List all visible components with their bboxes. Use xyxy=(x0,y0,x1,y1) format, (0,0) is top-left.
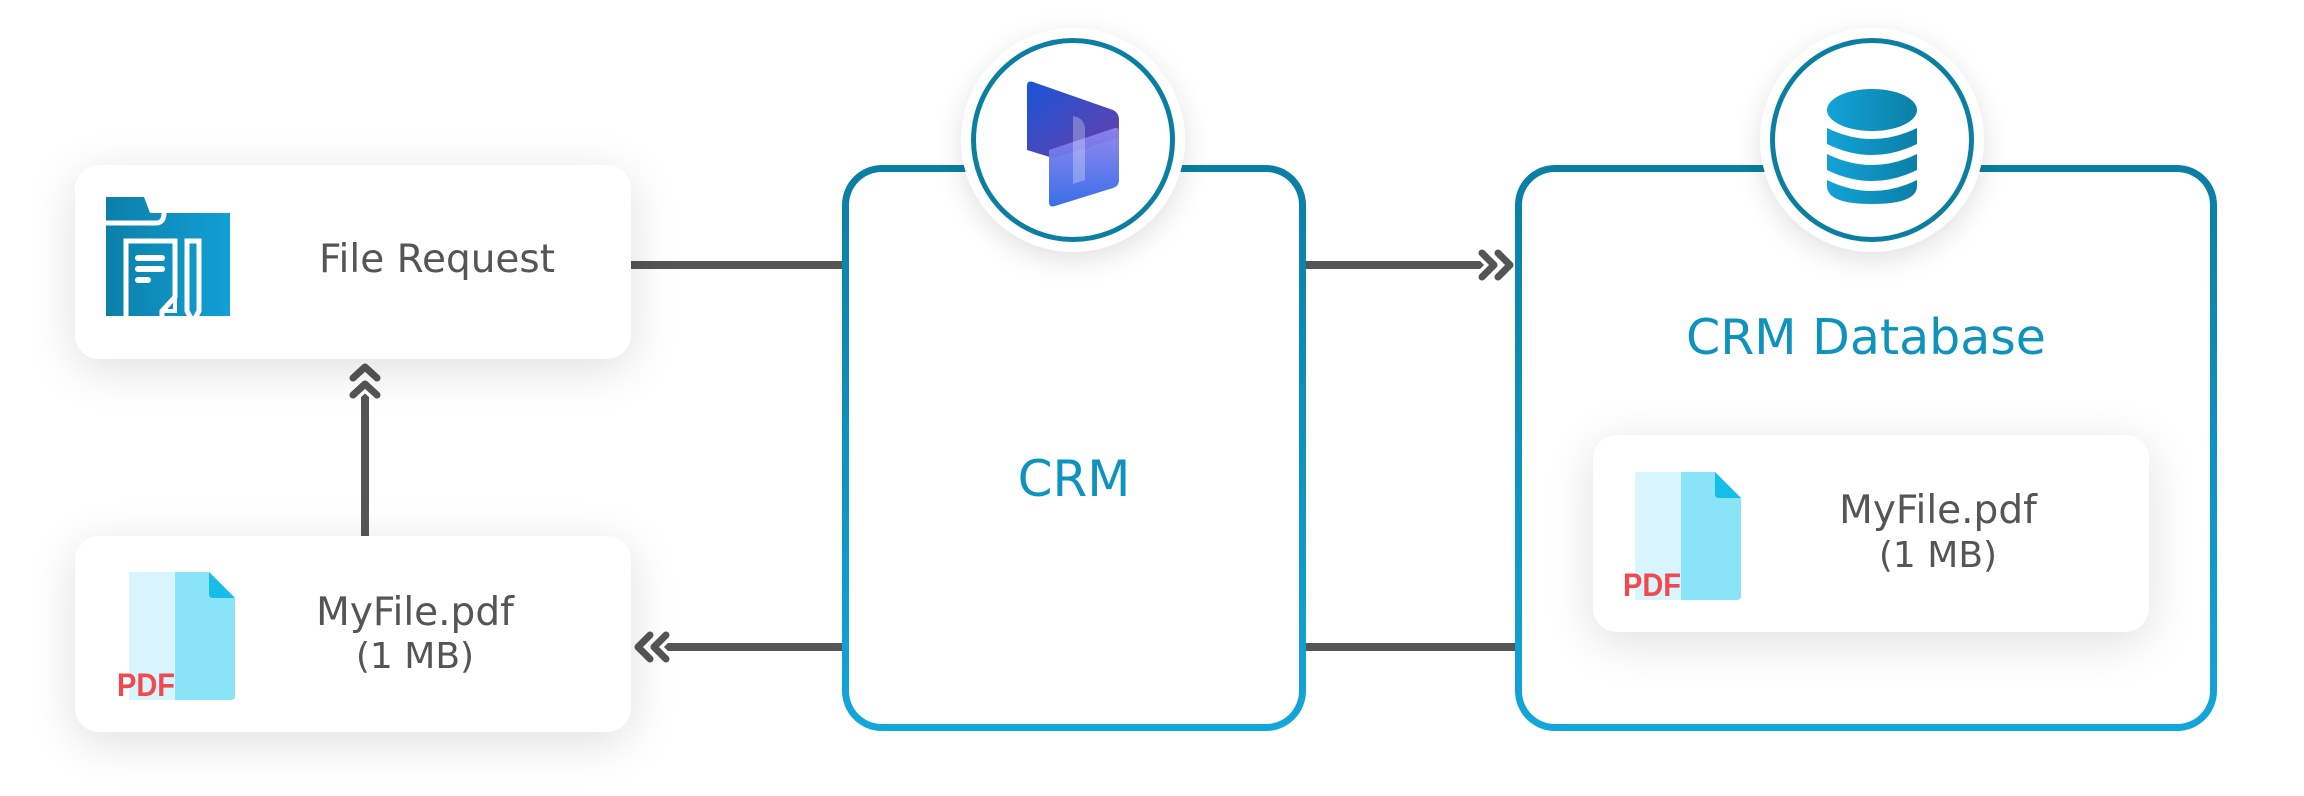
pdf-badge-label: PDF xyxy=(117,667,175,702)
database-badge xyxy=(1760,28,1984,252)
double-chevron-up-icon xyxy=(346,360,384,402)
stored-file-size: (1 MB) xyxy=(1878,535,1998,576)
connector-database-to-crm xyxy=(1302,643,1522,651)
pdf-badge-label: PDF xyxy=(1623,567,1681,602)
local-file-name: MyFile.pdf xyxy=(316,590,514,635)
local-file-card[interactable]: PDF MyFile.pdf (1 MB) xyxy=(75,536,631,732)
crm-database-label: CRM Database xyxy=(1686,309,2046,366)
connector-file-request-to-crm xyxy=(630,261,846,269)
dynamics-365-logo-icon xyxy=(1027,81,1119,207)
database-icon xyxy=(1827,89,1917,204)
connector-crm-to-local-file xyxy=(664,643,846,651)
local-file-size: (1 MB) xyxy=(355,636,475,677)
stored-file-name: MyFile.pdf xyxy=(1839,488,2037,533)
crm-label: CRM xyxy=(1017,450,1131,508)
file-request-folder-icon xyxy=(106,197,230,325)
connector-crm-to-database xyxy=(1302,261,1498,269)
double-chevron-right-icon xyxy=(1475,246,1517,284)
pdf-file-icon: PDF xyxy=(117,572,235,702)
file-request-card[interactable]: File Request xyxy=(75,165,631,359)
connector-local-file-to-file-request xyxy=(361,390,369,538)
pdf-file-icon: PDF xyxy=(1623,472,1741,602)
crm-logo-badge xyxy=(961,28,1185,252)
file-request-label: File Request xyxy=(318,237,556,282)
stored-file-card[interactable]: PDF MyFile.pdf (1 MB) xyxy=(1593,435,2149,632)
double-chevron-left-icon xyxy=(631,628,673,666)
crm-container[interactable]: CRM xyxy=(842,165,1306,731)
